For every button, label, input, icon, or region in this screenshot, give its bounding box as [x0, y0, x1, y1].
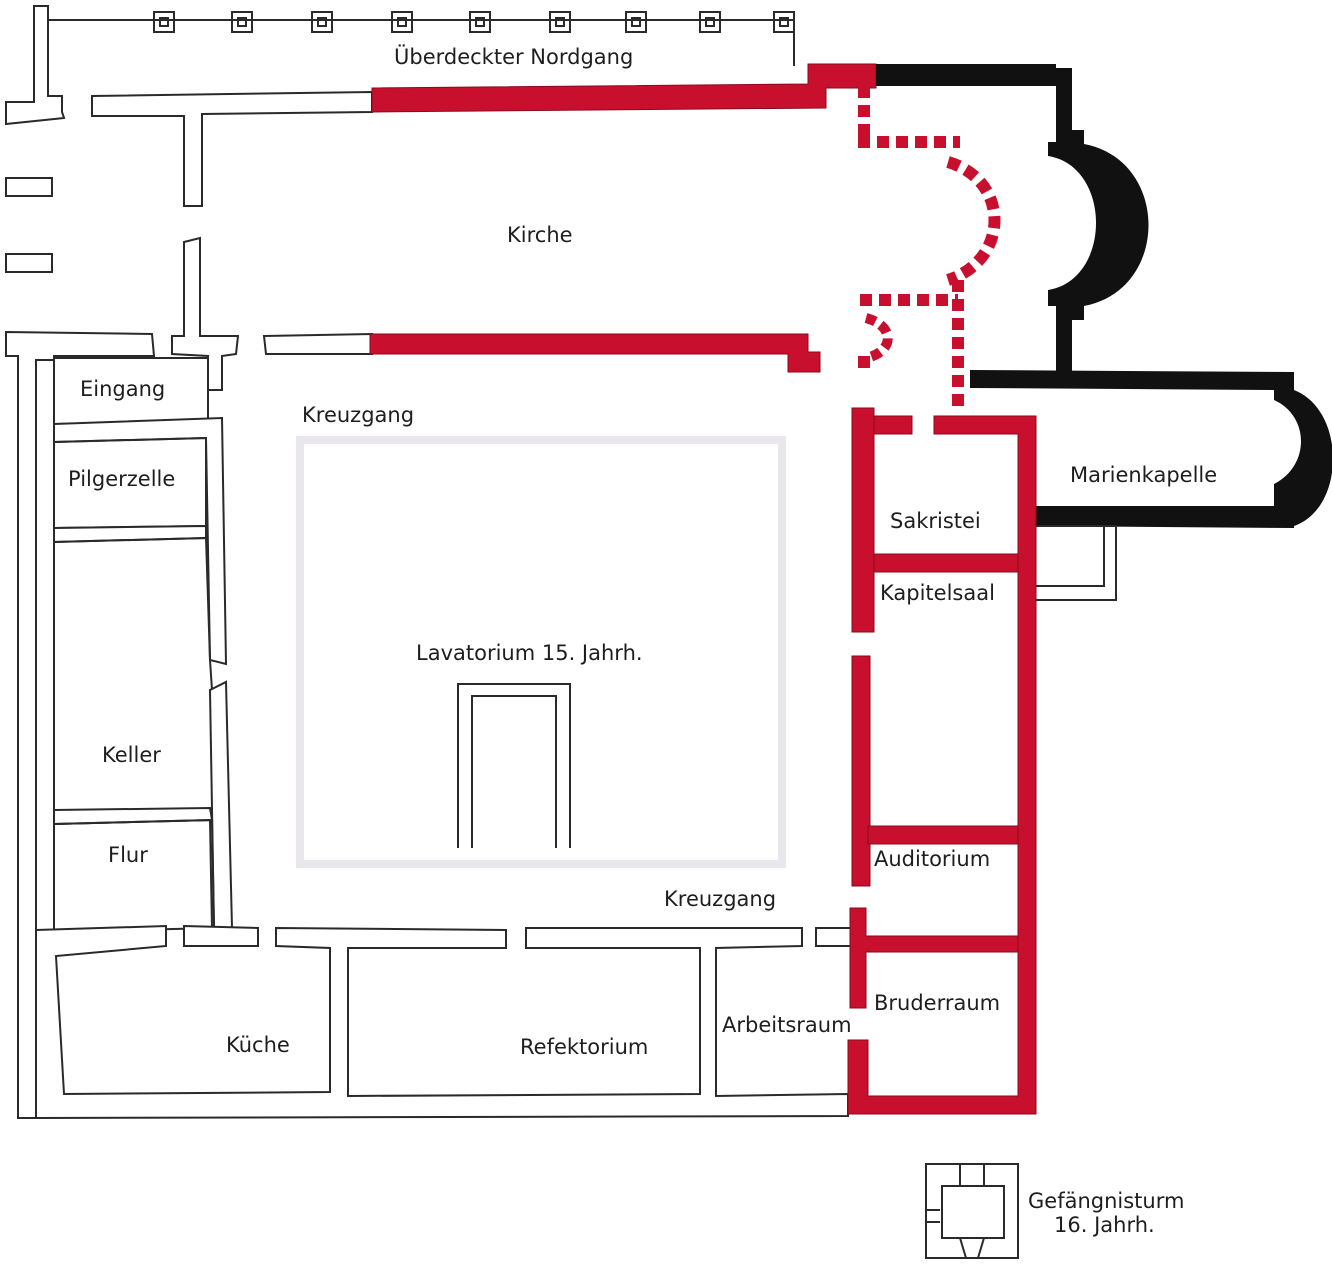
- label-gefaengnisturm-line2: 16. Jahrh.: [1054, 1213, 1155, 1237]
- label-auditorium: Auditorium: [874, 847, 990, 871]
- label-kueche: Küche: [226, 1033, 290, 1057]
- label-keller: Keller: [102, 743, 161, 767]
- label-kreuzgang-south: Kreuzgang: [664, 887, 776, 911]
- label-bruderraum: Bruderraum: [874, 991, 1000, 1015]
- label-kapitelsaal: Kapitelsaal: [880, 581, 995, 605]
- label-lavatorium: Lavatorium 15. Jahrh.: [416, 641, 643, 665]
- lavatorium-structure: [457, 683, 571, 848]
- label-kirche: Kirche: [507, 223, 573, 247]
- label-pilgerzelle: Pilgerzelle: [68, 467, 175, 491]
- prison-tower: [925, 1163, 1019, 1259]
- label-flur: Flur: [108, 843, 148, 867]
- chapel-black-walls: [876, 64, 1332, 528]
- label-refektorium: Refektorium: [520, 1035, 648, 1059]
- label-arbeitsraum: Arbeitsraum: [722, 1013, 852, 1037]
- east-range-red-walls: [847, 407, 1117, 1115]
- label-marienkapelle: Marienkapelle: [1070, 463, 1217, 487]
- church-apse-dashed: [858, 86, 1001, 410]
- west-range-rooms: [35, 357, 853, 1120]
- label-nordgang: Überdeckter Nordgang: [394, 44, 633, 69]
- label-eingang: Eingang: [80, 377, 165, 401]
- cloister-garth: [296, 436, 786, 868]
- church-red-walls: [369, 63, 877, 373]
- label-sakristei: Sakristei: [890, 509, 981, 533]
- label-gefaengnisturm-line1: Gefängnisturm: [1028, 1189, 1184, 1213]
- west-walls: [5, 5, 373, 1119]
- label-kreuzgang-north: Kreuzgang: [302, 403, 414, 427]
- nordgang-pillars: [48, 11, 795, 66]
